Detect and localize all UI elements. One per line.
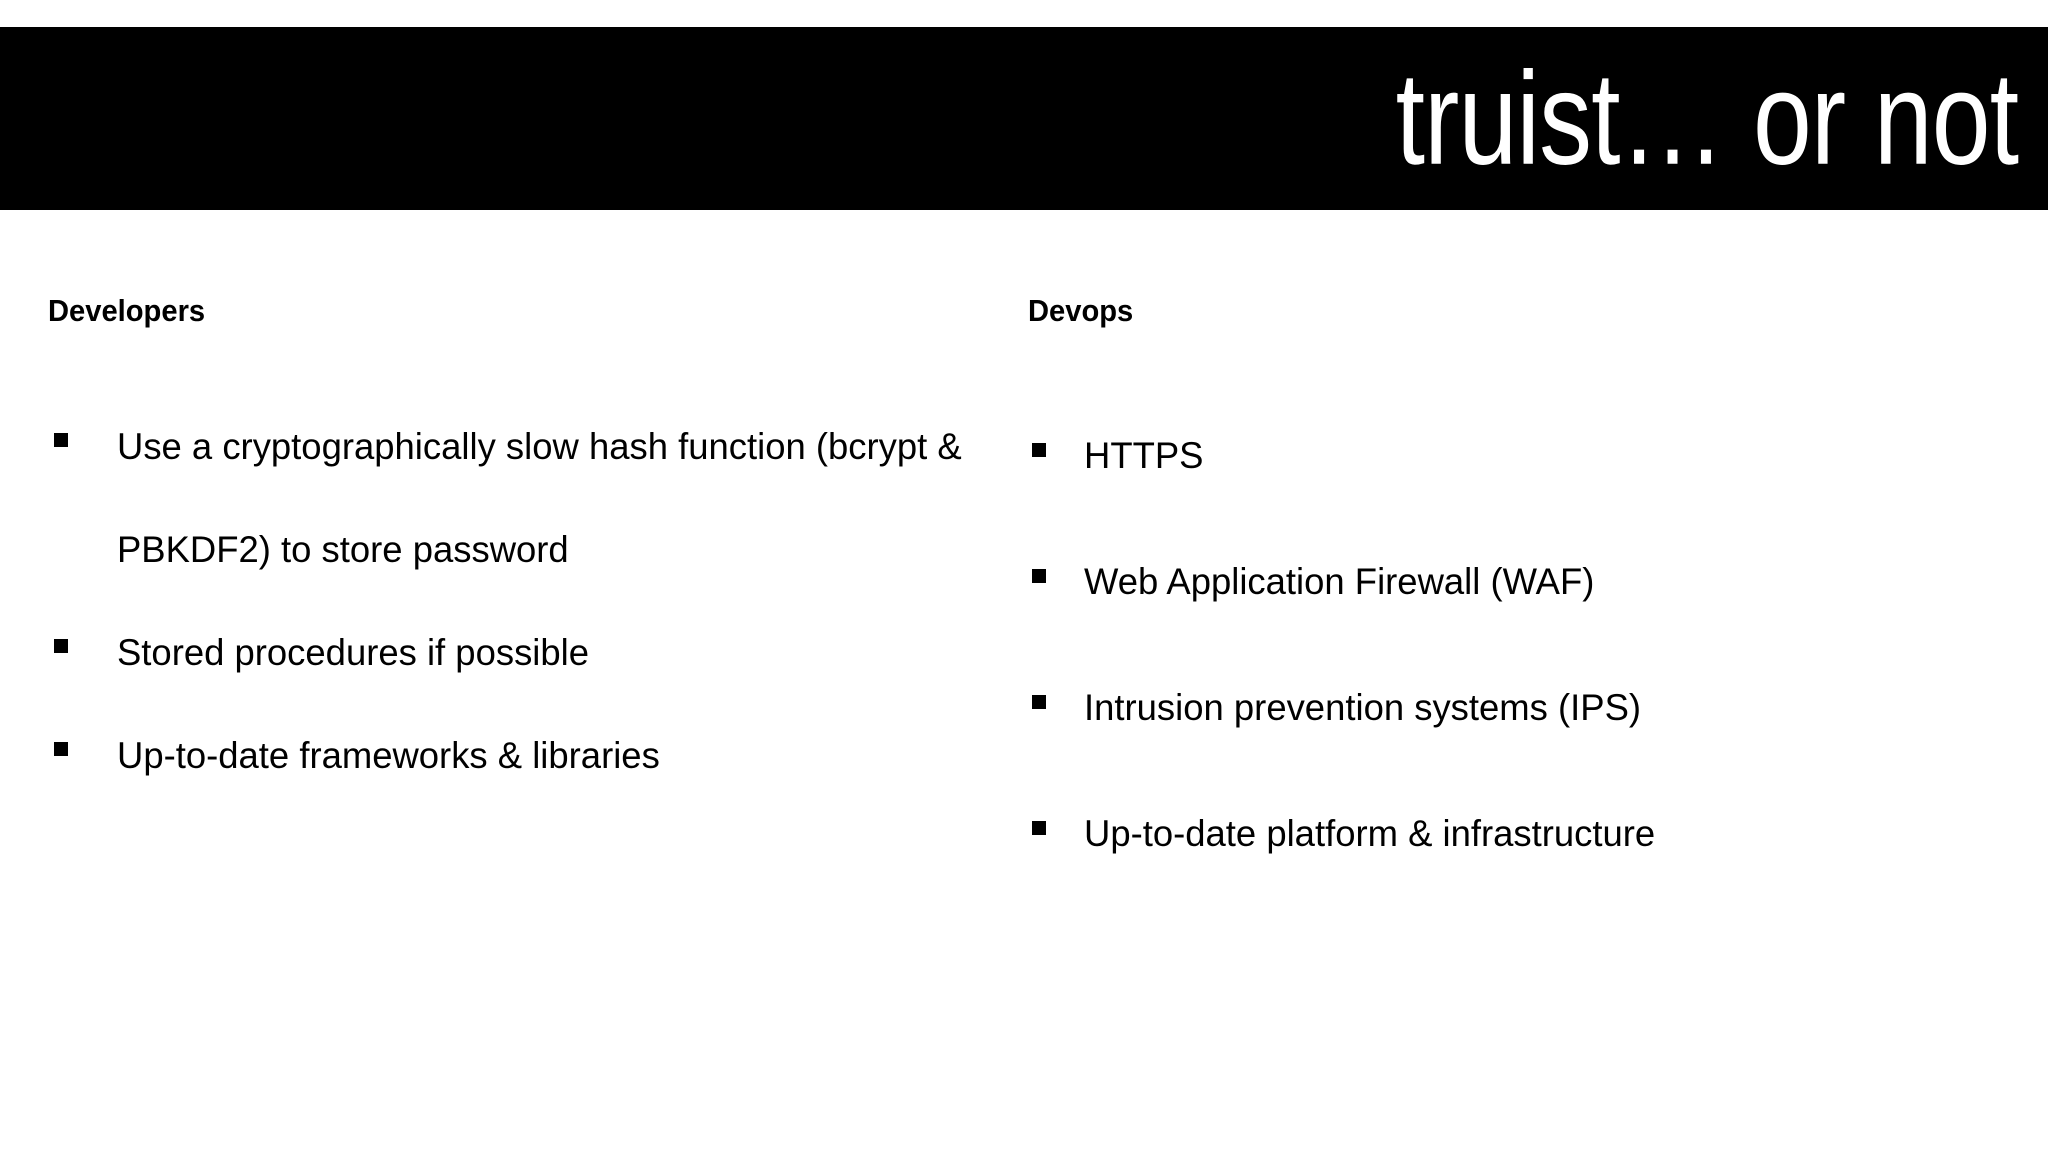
slide-content: Developers Use a cryptographically slow … (0, 210, 2048, 1152)
square-bullet-icon (1032, 568, 1046, 583)
square-bullet-icon (1032, 442, 1046, 457)
list-item: Use a cryptographically slow hash functi… (48, 395, 993, 601)
bullet-list-developers: Use a cryptographically slow hash functi… (48, 395, 993, 807)
list-item-text: Up-to-date platform & infrastructure (1084, 812, 1656, 854)
square-bullet-icon (1032, 694, 1046, 709)
bullet-list-devops: HTTPS Web Application Firewall (WAF) Int… (1028, 393, 1988, 897)
list-item-text: Up-to-date frameworks & libraries (117, 734, 660, 776)
column-developers: Developers Use a cryptographically slow … (48, 210, 993, 807)
list-item: Stored procedures if possible (48, 601, 993, 704)
slide-title: truist… or not (1395, 44, 2018, 192)
column-heading-devops: Devops (1028, 293, 1134, 328)
list-item: Intrusion prevention systems (IPS) (1028, 645, 1988, 771)
list-item: HTTPS (1028, 393, 1988, 519)
list-item: Web Application Firewall (WAF) (1028, 519, 1988, 645)
title-bar: truist… or not (0, 27, 2048, 210)
list-item: Up-to-date platform & infrastructure (1028, 771, 1988, 897)
list-item-text: Web Application Firewall (WAF) (1084, 560, 1595, 602)
list-item-text: Stored procedures if possible (117, 631, 590, 673)
square-bullet-icon (1032, 820, 1046, 835)
list-item-text: HTTPS (1084, 434, 1204, 476)
column-devops: Devops HTTPS Web Application Firewall (W… (1028, 210, 1988, 897)
square-bullet-icon (54, 432, 68, 447)
square-bullet-icon (54, 638, 68, 653)
list-item-text: Intrusion prevention systems (IPS) (1084, 686, 1642, 728)
column-heading-developers: Developers (48, 293, 206, 328)
list-item-text: Use a cryptographically slow hash functi… (117, 425, 962, 570)
square-bullet-icon (54, 741, 68, 756)
list-item: Up-to-date frameworks & libraries (48, 704, 993, 807)
